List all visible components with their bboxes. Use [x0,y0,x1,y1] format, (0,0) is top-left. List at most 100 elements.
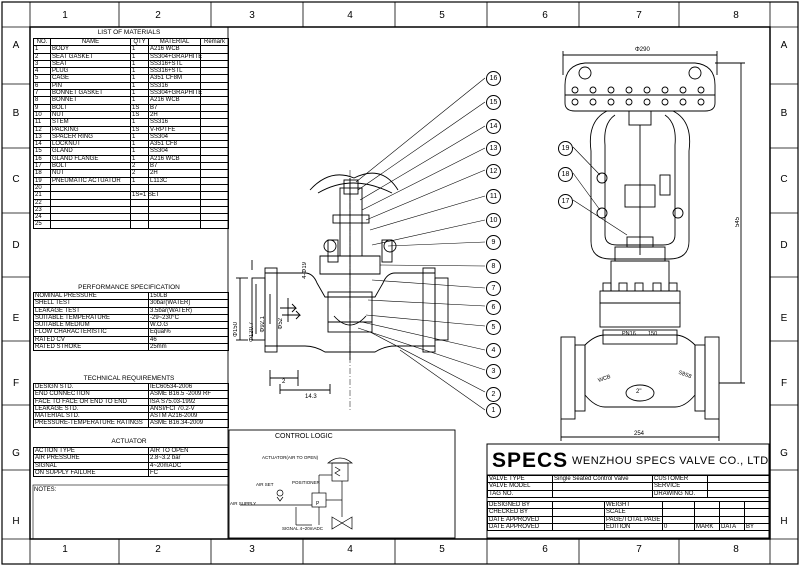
table-cell: A216 WCB [148,154,201,164]
table-cell: BODY [50,45,131,54]
table-cell [50,205,131,215]
table-cell: TAG NO. [487,489,553,498]
table-cell: ANSI/FCI 70.2-V [148,404,229,414]
table-cell: NUT [50,169,131,178]
table-cell: SCALE [604,508,663,517]
table-cell: 1 [130,96,149,105]
table-cell: GLAND [50,147,131,156]
col-label: 6 [542,544,548,555]
bom-header-cell: MATERIAL [148,37,201,47]
table-cell: 17 [33,162,51,171]
table-cell: FC [148,468,229,478]
table-cell [552,500,605,510]
table-cell: 30bar(WATER) [148,299,229,308]
balloon-number: 16 [489,75,498,82]
table-cell [200,191,229,200]
table-cell: 2 [130,169,149,178]
table-cell [552,482,653,491]
cl-positioner-label: POSITIONER [292,480,320,485]
col-label: 5 [439,10,445,21]
item-balloon: 4 [486,343,501,358]
table-cell [200,45,229,54]
table-cell: A216 WCB [148,45,201,54]
dim-phi150: Φ150 [233,322,239,337]
balloon-number: 3 [491,368,496,375]
table-cell: 1 [130,154,149,164]
table-cell [200,59,229,69]
table-cell: 16 [33,154,51,164]
table-cell: 9 [33,103,51,112]
rev-cell: MARK [694,522,720,532]
rev-cell [719,515,745,524]
table-cell [707,482,770,491]
balloon-number: 2 [491,391,496,398]
table-cell: 1 [130,132,149,142]
rev-cell [694,500,720,510]
table-cell: NOMINAL PRESSURE [33,291,149,301]
col-label: 3 [249,544,255,555]
table-cell: CAGE [50,74,131,83]
table-cell: 14 [33,140,51,149]
bom-row: 24 [33,213,229,222]
table-cell: ASTM A216-2009 [148,412,229,421]
cl-actuator-label: ACTUATOR(AIR TO OPEN) [262,455,319,460]
table-cell [130,220,149,229]
item-balloon: 17 [558,194,573,209]
table-cell: 1 [130,118,149,127]
balloon-number: 9 [491,239,496,246]
row-label: G [780,448,788,459]
table-cell: 1 [130,74,149,83]
item-balloon: 15 [486,95,501,110]
table-cell: 1S [130,125,149,134]
table-cell [50,198,131,207]
table-cell: DESIGN STD. [33,382,149,392]
dim-phi52: Φ52 [278,318,284,330]
col-label: 1 [62,10,68,21]
table-cell: PIN [50,81,131,91]
table-cell [148,198,201,207]
table-cell [200,183,229,193]
table-cell: SEAT GASKET [50,52,131,61]
table-cell: ASME B16.5 -2009 RF [148,390,229,399]
table-cell: Equal% [148,328,229,337]
cl-signal-label: SIGNAL 4~20mADC [282,526,323,531]
col-label: 5 [439,544,445,555]
table-cell: SIGNAL [33,461,149,470]
table-cell: PRESSURE-TEMPERATURE RATINGS [33,419,149,428]
table-cell: 11 [33,118,51,127]
table-cell [148,213,201,222]
table-cell: 18 [33,169,51,178]
table-cell: 25mm [148,343,229,352]
table-cell: STEM [50,118,131,127]
table-cell [200,110,229,120]
table-cell: -29~230°C [148,313,229,323]
rev-cell [694,508,720,517]
table-cell: 25 [33,220,51,229]
table-cell: FLOW CHARACTERISTIC [33,328,149,337]
table-cell: 1 [130,89,149,98]
table-cell [200,169,229,178]
table-cell: DATE APPROVED [487,515,553,524]
table-cell: SPACER RING [50,132,131,142]
table-cell: VALVE TYPE [487,474,553,484]
table-cell [200,67,229,76]
control-logic-title: CONTROL LOGIC [275,433,333,440]
bom-row: 23 [33,205,229,215]
table-cell [130,213,149,222]
table-cell: LEAKAGE TEST [33,306,149,315]
table-cell [200,132,229,142]
item-balloon: 18 [558,167,573,182]
